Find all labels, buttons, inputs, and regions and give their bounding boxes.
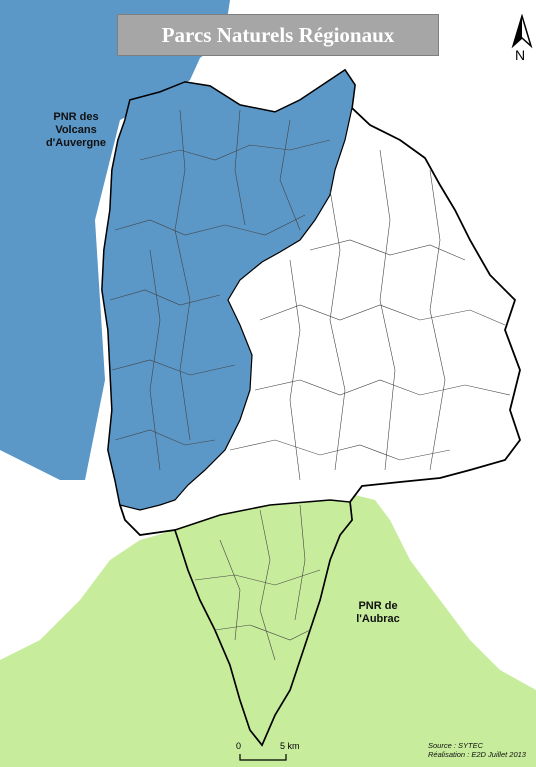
label-pnr-volcans: PNR des Volcans d'Auvergne: [45, 111, 107, 149]
scale-end-label: 5 km: [280, 741, 300, 751]
commune-boundaries: [109, 109, 511, 661]
label-pnr-aubrac: PNR de l'Aubrac: [356, 600, 400, 625]
source-text: Source : SYTEC: [428, 741, 484, 750]
north-arrow-icon: [511, 14, 533, 49]
north-label: N: [515, 47, 526, 63]
scale-start-label: 0: [236, 741, 242, 751]
map-title: Parcs Naturels Régionaux: [117, 14, 439, 56]
realisation-text: Réalisation : E2D Juillet 2013: [428, 750, 526, 759]
scale-bar: [239, 754, 287, 761]
credits: Source : SYTEC Réalisation : E2D Juillet…: [428, 741, 526, 759]
volcans-park-area: [0, 0, 230, 480]
volcans-territory-area: [101, 69, 356, 511]
